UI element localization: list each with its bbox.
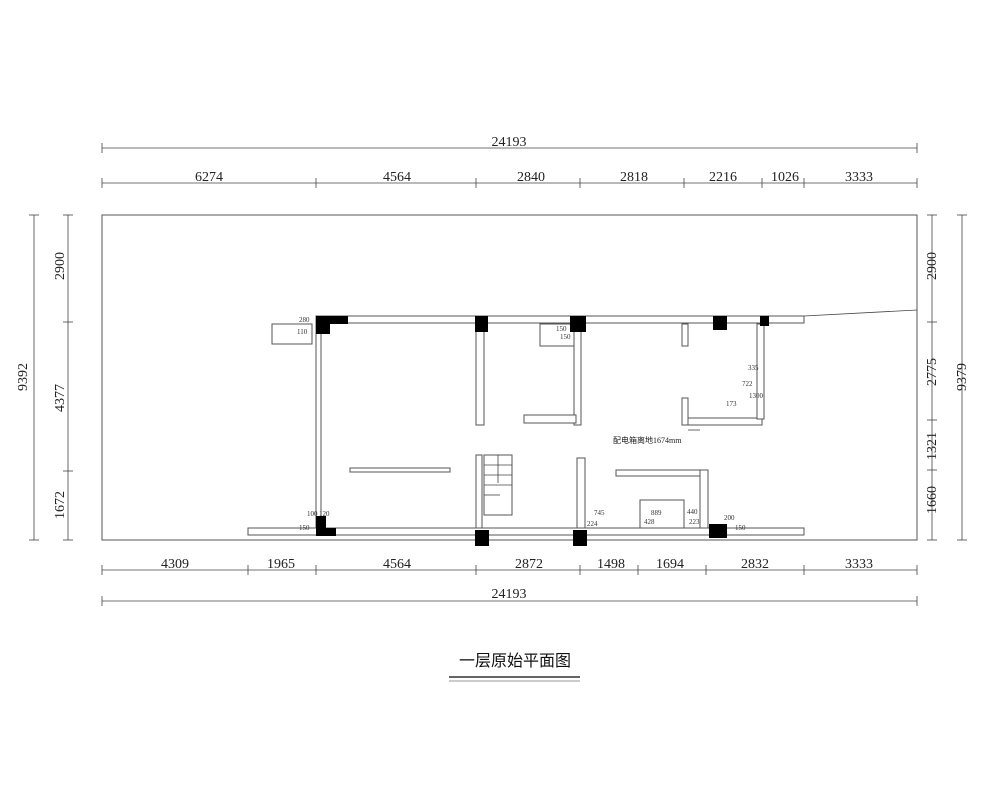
- column: [713, 316, 727, 330]
- top-segment-5: 2216: [709, 170, 737, 185]
- top-segment-2: 4564: [383, 170, 411, 185]
- left-segment-3: 1672: [53, 491, 68, 519]
- right-segment-4: 1660: [925, 486, 940, 514]
- bottom-segment-5: 1498: [597, 557, 625, 572]
- detail-dim-10: 173: [726, 400, 737, 408]
- detail-dim-12: 224: [587, 520, 598, 528]
- column: [475, 316, 488, 332]
- bottom-segment-3: 4564: [383, 557, 411, 572]
- column: [760, 316, 769, 326]
- top-total-label: 24193: [492, 135, 527, 150]
- top-segment-1: 6274: [195, 170, 223, 185]
- bottom-segment-7: 2832: [741, 557, 769, 572]
- column: [573, 530, 587, 546]
- bottom-segment-8: 3333: [845, 557, 873, 572]
- detail-dim-13: 889: [651, 509, 662, 517]
- detail-dim-3: 100: [307, 510, 318, 518]
- top-segment-4: 2818: [620, 170, 648, 185]
- column: [316, 316, 348, 324]
- plan-title: 一层原始平面图: [459, 651, 571, 670]
- detail-dim-5: 150: [556, 325, 567, 333]
- distribution-box-note: 配电箱离地1674mm: [613, 435, 682, 445]
- column: [570, 316, 586, 332]
- bottom-segment-1: 4309: [161, 557, 189, 572]
- bottom-segment-2: 1965: [267, 557, 295, 572]
- detail-dimensions: 280 110 100 120 150 150 335 722 1300 173…: [297, 316, 764, 532]
- bottom-dimension-total: 24193: [101, 587, 918, 606]
- detail-dim-19: 150: [299, 524, 310, 532]
- left-dimension-segments: 2900 4377 1672: [53, 214, 73, 541]
- right-segment-1: 2900: [925, 252, 940, 280]
- bottom-total-label: 24193: [492, 587, 527, 602]
- right-segment-3: 1321: [925, 432, 940, 460]
- detail-dim-11: 745: [594, 509, 605, 517]
- detail-dim-2: 110: [297, 328, 308, 336]
- detail-dim-15: 440: [687, 508, 698, 516]
- left-dimension-total: 9392: [16, 214, 39, 541]
- detail-dim-8: 722: [742, 380, 753, 388]
- detail-dim-7: 335: [748, 364, 759, 372]
- column: [709, 524, 727, 538]
- right-dimension-segments: 2900 2775 1321 1660: [925, 214, 940, 541]
- left-segment-1: 2900: [53, 252, 68, 280]
- column: [316, 316, 330, 334]
- column: [316, 516, 326, 536]
- right-total-label: 9379: [955, 363, 970, 391]
- detail-dim-14: 428: [644, 518, 655, 526]
- right-segment-2: 2775: [925, 358, 940, 386]
- detail-dim-4: 120: [319, 510, 330, 518]
- bottom-dimension-segments: 4309 1965 4564 2872 1498 1694 2832 3333: [101, 557, 918, 575]
- top-dimension-segments: 6274 4564 2840 2818 2216 1026 3333: [101, 170, 918, 188]
- detail-dim-9: 1300: [749, 392, 764, 400]
- top-segment-3: 2840: [517, 170, 545, 185]
- detail-dim-6: 150: [560, 333, 571, 341]
- left-segment-2: 4377: [53, 384, 68, 412]
- right-dimension-total: 9379: [955, 214, 970, 541]
- bottom-segment-4: 2872: [515, 557, 543, 572]
- detail-dim-17: 200: [724, 514, 735, 522]
- structural-columns: [316, 316, 769, 546]
- bottom-segment-6: 1694: [656, 557, 684, 572]
- detail-dim-18: 150: [735, 524, 746, 532]
- column: [316, 528, 336, 536]
- left-total-label: 9392: [16, 363, 31, 391]
- top-dimension-total: 24193: [101, 135, 918, 153]
- top-segment-7: 3333: [845, 170, 873, 185]
- top-segment-6: 1026: [771, 170, 799, 185]
- detail-dim-16: 223: [689, 518, 700, 526]
- column: [475, 530, 489, 546]
- detail-dim-1: 280: [299, 316, 310, 324]
